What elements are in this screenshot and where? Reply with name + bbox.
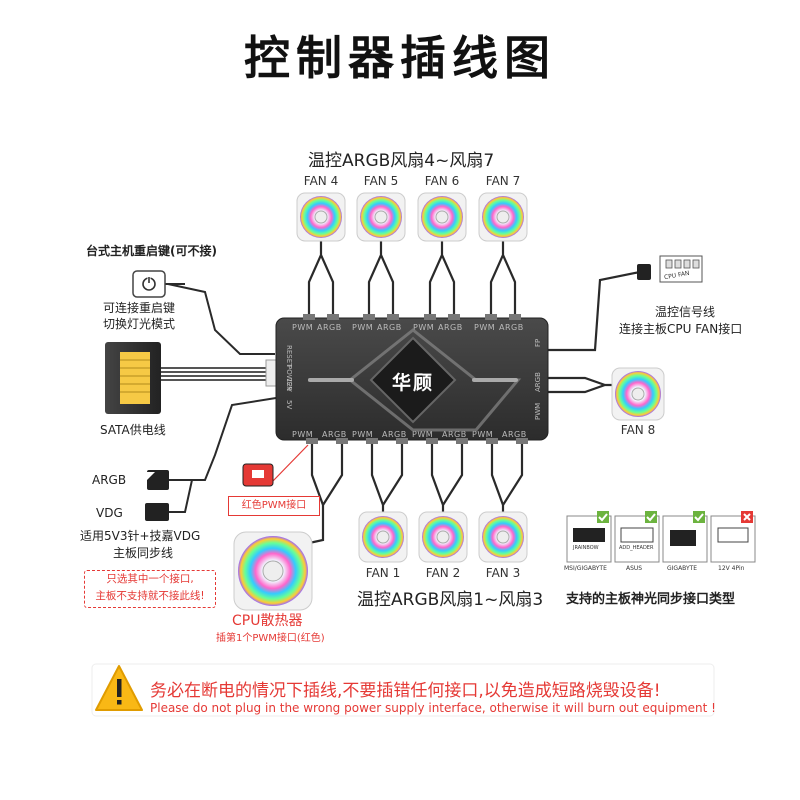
svg-text:ARGB: ARGB: [377, 323, 402, 332]
temp-signal-line2: 连接主板CPU FAN接口: [619, 322, 743, 336]
svg-text:ARGB: ARGB: [382, 430, 407, 439]
svg-text:ARGB: ARGB: [499, 323, 524, 332]
mb-header-title: 支持的主板神光同步接口类型: [566, 592, 736, 607]
svg-text:PWM: PWM: [472, 430, 493, 439]
fan-8-label: FAN 8: [620, 423, 656, 437]
svg-text:PWM: PWM: [412, 430, 433, 439]
svg-text:PWM: PWM: [413, 323, 434, 332]
svg-text:PWM: PWM: [352, 430, 373, 439]
svg-text:ARGB: ARGB: [442, 430, 467, 439]
svg-text:ARGB: ARGB: [502, 430, 527, 439]
single-port-warning-line2: 主板不支持就不接此线!: [95, 590, 205, 602]
fan-2-label: FAN 2: [425, 566, 461, 580]
sata-connector: [105, 342, 161, 414]
red-pwm-label: 红色PWM接口: [228, 496, 320, 516]
sync-line2: 主板同步线: [113, 546, 174, 560]
svg-text:ARGB: ARGB: [322, 430, 347, 439]
svg-text:PWM: PWM: [292, 430, 313, 439]
warning-text-en: Please do not plug in the wrong power su…: [150, 701, 716, 715]
sync-line1: 适用5V3针+技嘉VDG: [80, 529, 201, 543]
warning-triangle: [95, 665, 143, 711]
svg-text:PWM: PWM: [292, 323, 313, 332]
warning-text-cn: 务必在断电的情况下插线,不要插错任何接口,以免造成短路烧毁设备!: [150, 681, 661, 701]
bottom-fan-cables: [299, 440, 524, 547]
top-fan-cables: [307, 238, 517, 318]
argb-label: ARGB: [92, 473, 127, 487]
cpu-cooler-subtitle: 插第1个PWM接口(红色): [216, 633, 325, 644]
temp-signal-line1: 温控信号线: [655, 305, 716, 319]
fan8-cables: [548, 376, 615, 394]
fan-4-label: FAN 4: [303, 174, 339, 188]
mb-header-chip-1: JRAINBOW: [573, 545, 599, 551]
fan-5-label: FAN 5: [363, 174, 399, 188]
cpu-fan-header: [659, 255, 703, 283]
single-port-warning: 只选其中一个接口, 主板不支持就不接此线!: [84, 570, 216, 608]
svg-text:ARGB: ARGB: [317, 323, 342, 332]
svg-text:ARGB: ARGB: [534, 372, 542, 392]
fan-3-label: FAN 3: [485, 566, 521, 580]
mb-header-chip-2: ADD_HEADER: [619, 545, 654, 551]
mb-header-brand-2: ASUS: [626, 565, 643, 572]
svg-text:POWER: POWER: [285, 365, 293, 391]
svg-text:PWM: PWM: [352, 323, 373, 332]
vdg-label: VDG: [96, 506, 123, 520]
mb-header-icons: [566, 511, 756, 563]
top-fan-group-label: 温控ARGB风扇4~风扇7: [308, 151, 495, 171]
mb-header-brand-3: GIGABYTE: [667, 565, 698, 572]
svg-text:ARGB: ARGB: [438, 323, 463, 332]
svg-text:FP: FP: [534, 339, 542, 347]
bottom-fan-group-label: 温控ARGB风扇1~风扇3: [357, 590, 544, 610]
svg-text:12V: 12V: [285, 378, 293, 392]
sata-label: SATA供电线: [100, 423, 166, 437]
svg-text:5V: 5V: [285, 400, 293, 409]
hub-brand: 华顾: [391, 372, 434, 394]
fan-7-label: FAN 7: [485, 174, 521, 188]
fan-6-label: FAN 6: [424, 174, 460, 188]
svg-text:RESET: RESET: [285, 345, 293, 368]
reset-key-line1: 可连接重启键: [103, 301, 176, 315]
reset-key-line2: 切换灯光模式: [103, 317, 176, 331]
reset-key-title: 台式主机重启键(可不接): [86, 244, 217, 258]
svg-text:PWM: PWM: [534, 403, 542, 420]
cpu-cooler-title: CPU散热器: [232, 613, 303, 629]
single-port-warning-line1: 只选其中一个接口,: [106, 573, 194, 585]
page-title: 控制器插线图: [244, 31, 556, 85]
fan-1-label: FAN 1: [365, 566, 401, 580]
mb-header-brand-4: 12V 4Pin: [718, 565, 745, 572]
mb-header-brand-1: MSI/GIGABYTE: [564, 565, 607, 572]
svg-text:PWM: PWM: [474, 323, 495, 332]
fan-icons: [233, 192, 665, 611]
